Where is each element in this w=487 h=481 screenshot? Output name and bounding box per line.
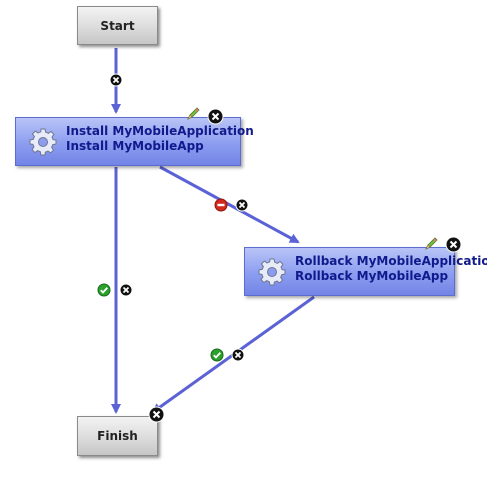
gear-icon [258,258,286,286]
rollback-title: Rollback MyMobileApplication [295,254,487,268]
close-icon[interactable] [445,236,462,253]
close-icon[interactable] [119,283,133,297]
close-icon[interactable] [231,348,245,362]
edge-install-to-rollback[interactable] [159,165,300,244]
pencil-icon[interactable] [185,106,201,122]
check-icon [210,348,224,362]
gear-icon [29,128,57,156]
finish-label: Finish [97,429,138,443]
install-title: Install MyMobileApplication [66,124,254,138]
install-task-node[interactable]: Install MyMobileApplication Install MyMo… [15,117,254,166]
start-node[interactable]: Start [77,6,158,45]
close-icon[interactable] [109,73,123,87]
pencil-icon[interactable] [423,236,439,252]
install-subtitle: Install MyMobileApp [66,139,204,153]
close-icon[interactable] [235,198,249,212]
close-icon[interactable] [207,108,224,125]
minus-icon [214,198,228,212]
close-icon[interactable] [148,406,165,423]
rollback-task-node[interactable]: Rollback MyMobileApplication Rollback My… [244,247,487,296]
start-label: Start [100,18,135,33]
rollback-subtitle: Rollback MyMobileApp [295,269,449,283]
check-icon [97,283,111,297]
finish-node[interactable]: Finish [77,416,158,456]
